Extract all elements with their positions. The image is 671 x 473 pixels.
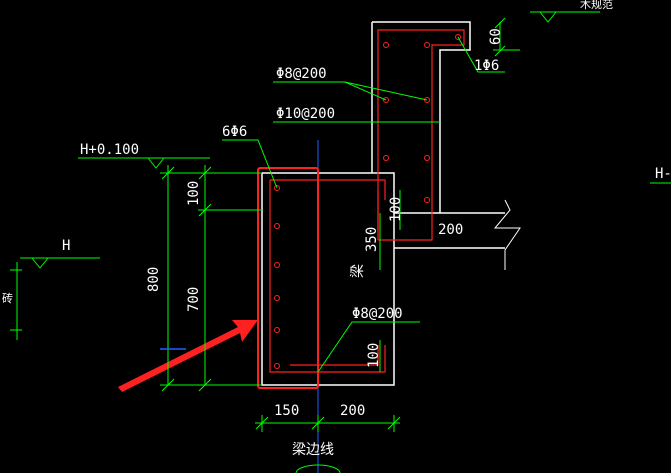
level-h-label: H — [62, 238, 70, 254]
highlight-arrow — [118, 320, 258, 392]
dim-100-left: 100 — [186, 181, 202, 206]
upper-wall-outline — [372, 21, 471, 213]
level-h-right-label: H- — [655, 166, 671, 182]
dim-700: 700 — [186, 287, 202, 312]
dim-60: 60 — [488, 28, 504, 45]
left-edge-char: 砖 — [2, 291, 13, 305]
rebar-1phi6-label: 1Φ6 — [474, 58, 499, 74]
upper-wall-stirrup — [377, 29, 465, 241]
lower-rebar-dots — [274, 185, 280, 369]
rebar-6phi6-label: 6Φ6 — [222, 124, 247, 140]
upper-rebar-dots — [383, 34, 461, 203]
highlight-box — [257, 167, 319, 389]
top-right-cut-label: 木规范 — [580, 0, 613, 11]
rebar-phi10-200-label: Φ10@200 — [276, 106, 335, 122]
beam-edge-line-label: 梁边线 — [292, 442, 334, 458]
rebar-phi8-200-bottom-label: Φ8@200 — [352, 306, 403, 322]
beam-char-label: 梁 — [350, 264, 366, 278]
lower-beam-stirrup-2 — [269, 180, 386, 373]
dim-350: 350 — [364, 227, 380, 252]
dim-100-bottom: 100 — [366, 343, 382, 368]
break-symbol — [493, 199, 521, 270]
level-h-top-label: H+0.100 — [80, 142, 139, 158]
dimension-lines — [10, 11, 671, 473]
dim-800: 800 — [146, 267, 162, 292]
lower-beam-stirrup — [270, 179, 386, 200]
dim-150: 150 — [274, 403, 299, 419]
dim-200-right: 200 — [438, 222, 463, 238]
beam-outline — [261, 172, 395, 386]
dim-200-bottom: 200 — [340, 403, 365, 419]
lower-inner-bar — [290, 345, 379, 366]
rebar-phi8-200-top-label: Φ8@200 — [276, 66, 327, 82]
dim-100-inner: 100 — [388, 197, 404, 222]
